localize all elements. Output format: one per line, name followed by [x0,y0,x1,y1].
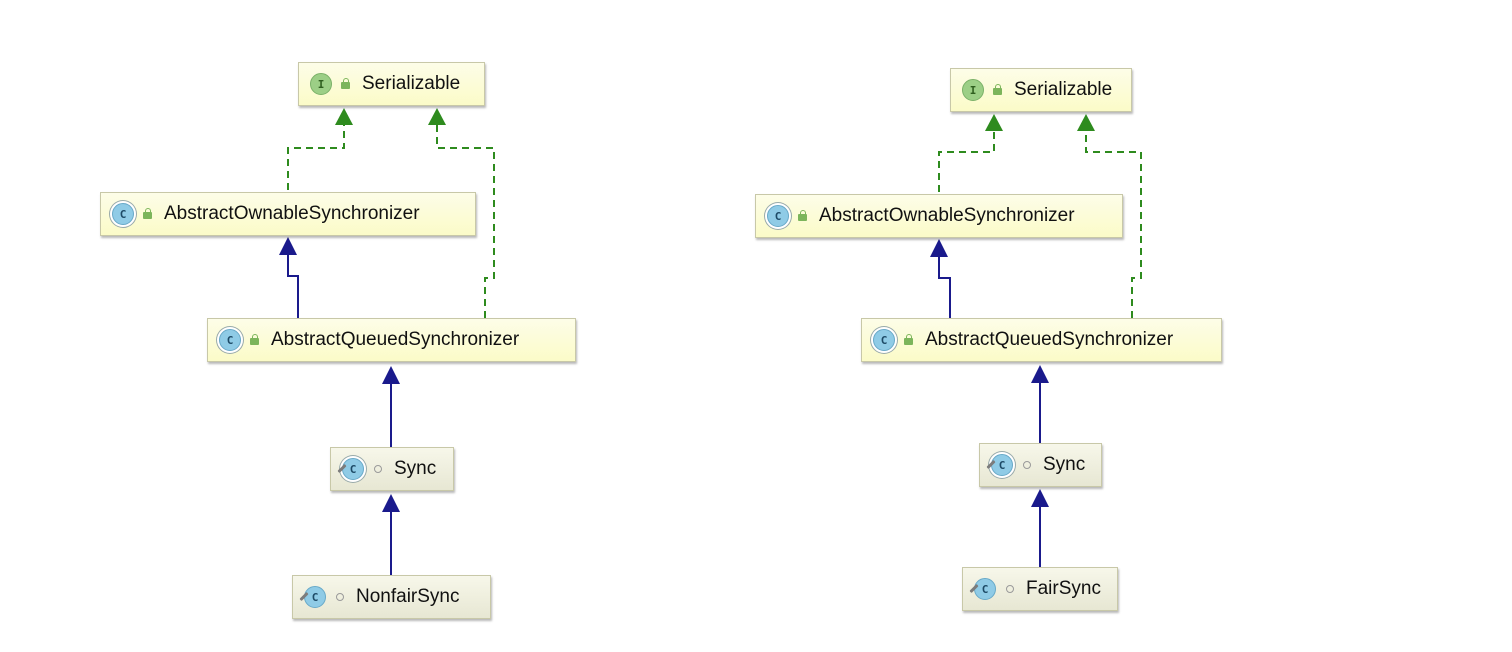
public-lock-icon [903,334,915,346]
node-label: NonfairSync [356,586,460,607]
edge-left-aos-implements-serializable [287,108,353,190]
node-left-nonfair-sync[interactable]: C NonfairSync [292,575,491,619]
edge-left-sync-extends-aqs [382,366,400,447]
node-label: Sync [394,458,437,479]
node-right-fair-sync[interactable]: C FairSync [962,567,1118,611]
node-right-sync[interactable]: C Sync [979,443,1102,487]
package-private-icon [372,463,384,475]
node-label: Serializable [362,73,461,94]
interface-icon: I [962,79,984,101]
abstract-class-icon: C [112,203,134,225]
node-left-abstract-ownable-synchronizer[interactable]: C AbstractOwnableSynchronizer [100,192,476,236]
edge-left-leaf-extends-sync [382,494,400,575]
node-right-serializable[interactable]: I Serializable [950,68,1132,112]
public-lock-icon [992,84,1004,96]
node-left-sync[interactable]: C Sync [330,447,454,491]
node-label: AbstractOwnableSynchronizer [164,203,420,224]
public-lock-icon [340,78,352,90]
abstract-class-icon: C [767,205,789,227]
edge-left-aqs-implements-serializable [428,108,495,318]
node-label: Sync [1043,454,1086,475]
nested-class-icon: C [974,578,996,600]
nested-abstract-class-icon: C [342,458,364,480]
edge-left-aqs-extends-aos [279,237,299,318]
edge-right-aos-implements-serializable [938,114,1003,192]
abstract-class-icon: C [873,329,895,351]
node-left-serializable[interactable]: I Serializable [298,62,485,106]
package-private-icon [1021,459,1033,471]
nested-class-icon: C [304,586,326,608]
node-left-abstract-queued-synchronizer[interactable]: C AbstractQueuedSynchronizer [207,318,576,362]
nested-abstract-class-icon: C [991,454,1013,476]
public-lock-icon [249,334,261,346]
node-label: AbstractOwnableSynchronizer [819,205,1075,226]
edge-right-aqs-extends-aos [930,239,951,318]
interface-icon: I [310,73,332,95]
public-lock-icon [142,208,154,220]
edge-right-sync-extends-aqs [1031,365,1049,443]
abstract-class-icon: C [219,329,241,351]
node-right-abstract-ownable-synchronizer[interactable]: C AbstractOwnableSynchronizer [755,194,1123,238]
package-private-icon [1004,583,1016,595]
node-label: FairSync [1026,578,1101,599]
package-private-icon [334,591,346,603]
public-lock-icon [797,210,809,222]
edge-right-aqs-implements-serializable [1077,114,1142,318]
node-right-abstract-queued-synchronizer[interactable]: C AbstractQueuedSynchronizer [861,318,1222,362]
edge-right-leaf-extends-sync [1031,489,1049,567]
node-label: AbstractQueuedSynchronizer [271,329,520,350]
node-label: AbstractQueuedSynchronizer [925,329,1174,350]
node-label: Serializable [1014,79,1113,100]
